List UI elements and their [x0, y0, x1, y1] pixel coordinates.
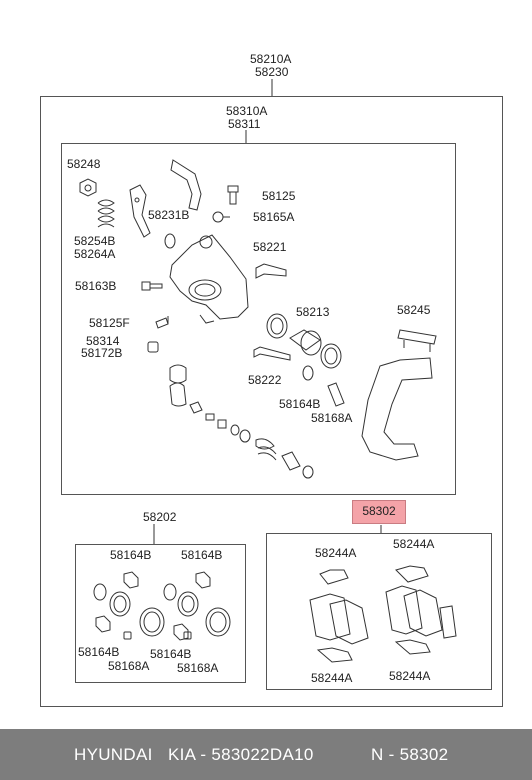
part-label-58231b: 58231B: [148, 208, 190, 222]
assembly-code-1: 58210A: [250, 52, 292, 66]
caliper-frame: [61, 143, 456, 495]
footer-bar: HYUNDAI KIA - 583022DA10 N - 58302: [0, 729, 532, 780]
footer-reference: N - 58302: [371, 745, 449, 764]
seal-kit-label-5: 58164B: [150, 647, 192, 661]
seal-kit-label-1: 58164B: [110, 548, 152, 562]
part-label-58222: 58222: [248, 373, 282, 387]
outer-frame: [40, 96, 503, 707]
part-label-58168a: 58168A: [311, 411, 353, 425]
part-label-58254b: 58254B: [74, 234, 116, 248]
assembly-code-2: 58230: [255, 65, 289, 79]
part-label-58245: 58245: [397, 303, 431, 317]
seal-kit-frame: [75, 544, 246, 683]
part-label-58213: 58213: [296, 305, 330, 319]
part-label-58264a: 58264A: [74, 247, 116, 261]
pad-label-2: 58244A: [393, 537, 435, 551]
caliper-code-2: 58311: [228, 117, 261, 131]
part-label-58164b: 58164B: [279, 397, 321, 411]
seal-kit-label-6: 58168A: [177, 661, 219, 675]
pad-kit-frame: [266, 533, 492, 690]
caliper-code-1: 58310A: [226, 104, 268, 118]
part-label-58314: 58314: [86, 334, 120, 348]
part-label-58248: 58248: [67, 157, 101, 171]
seal-kit-title: 58202: [143, 510, 177, 524]
pad-label-4: 58244A: [389, 669, 431, 683]
pad-label-3: 58244A: [311, 671, 353, 685]
part-label-58221: 58221: [253, 240, 287, 254]
highlighted-part-badge: 58302: [352, 500, 406, 524]
seal-kit-label-2: 58164B: [181, 548, 223, 562]
footer-part-number: KIA - 583022DA10: [168, 745, 314, 764]
footer-brand: HYUNDAI: [74, 745, 153, 764]
part-label-58172b: 58172B: [81, 346, 123, 360]
pad-label-1: 58244A: [315, 546, 357, 560]
part-label-58163b: 58163B: [75, 279, 117, 293]
part-label-58125: 58125: [262, 189, 296, 203]
seal-kit-label-4: 58168A: [108, 659, 150, 673]
seal-kit-label-3: 58164B: [78, 645, 120, 659]
part-label-58125f: 58125F: [89, 316, 130, 330]
part-label-58165a: 58165A: [253, 210, 295, 224]
